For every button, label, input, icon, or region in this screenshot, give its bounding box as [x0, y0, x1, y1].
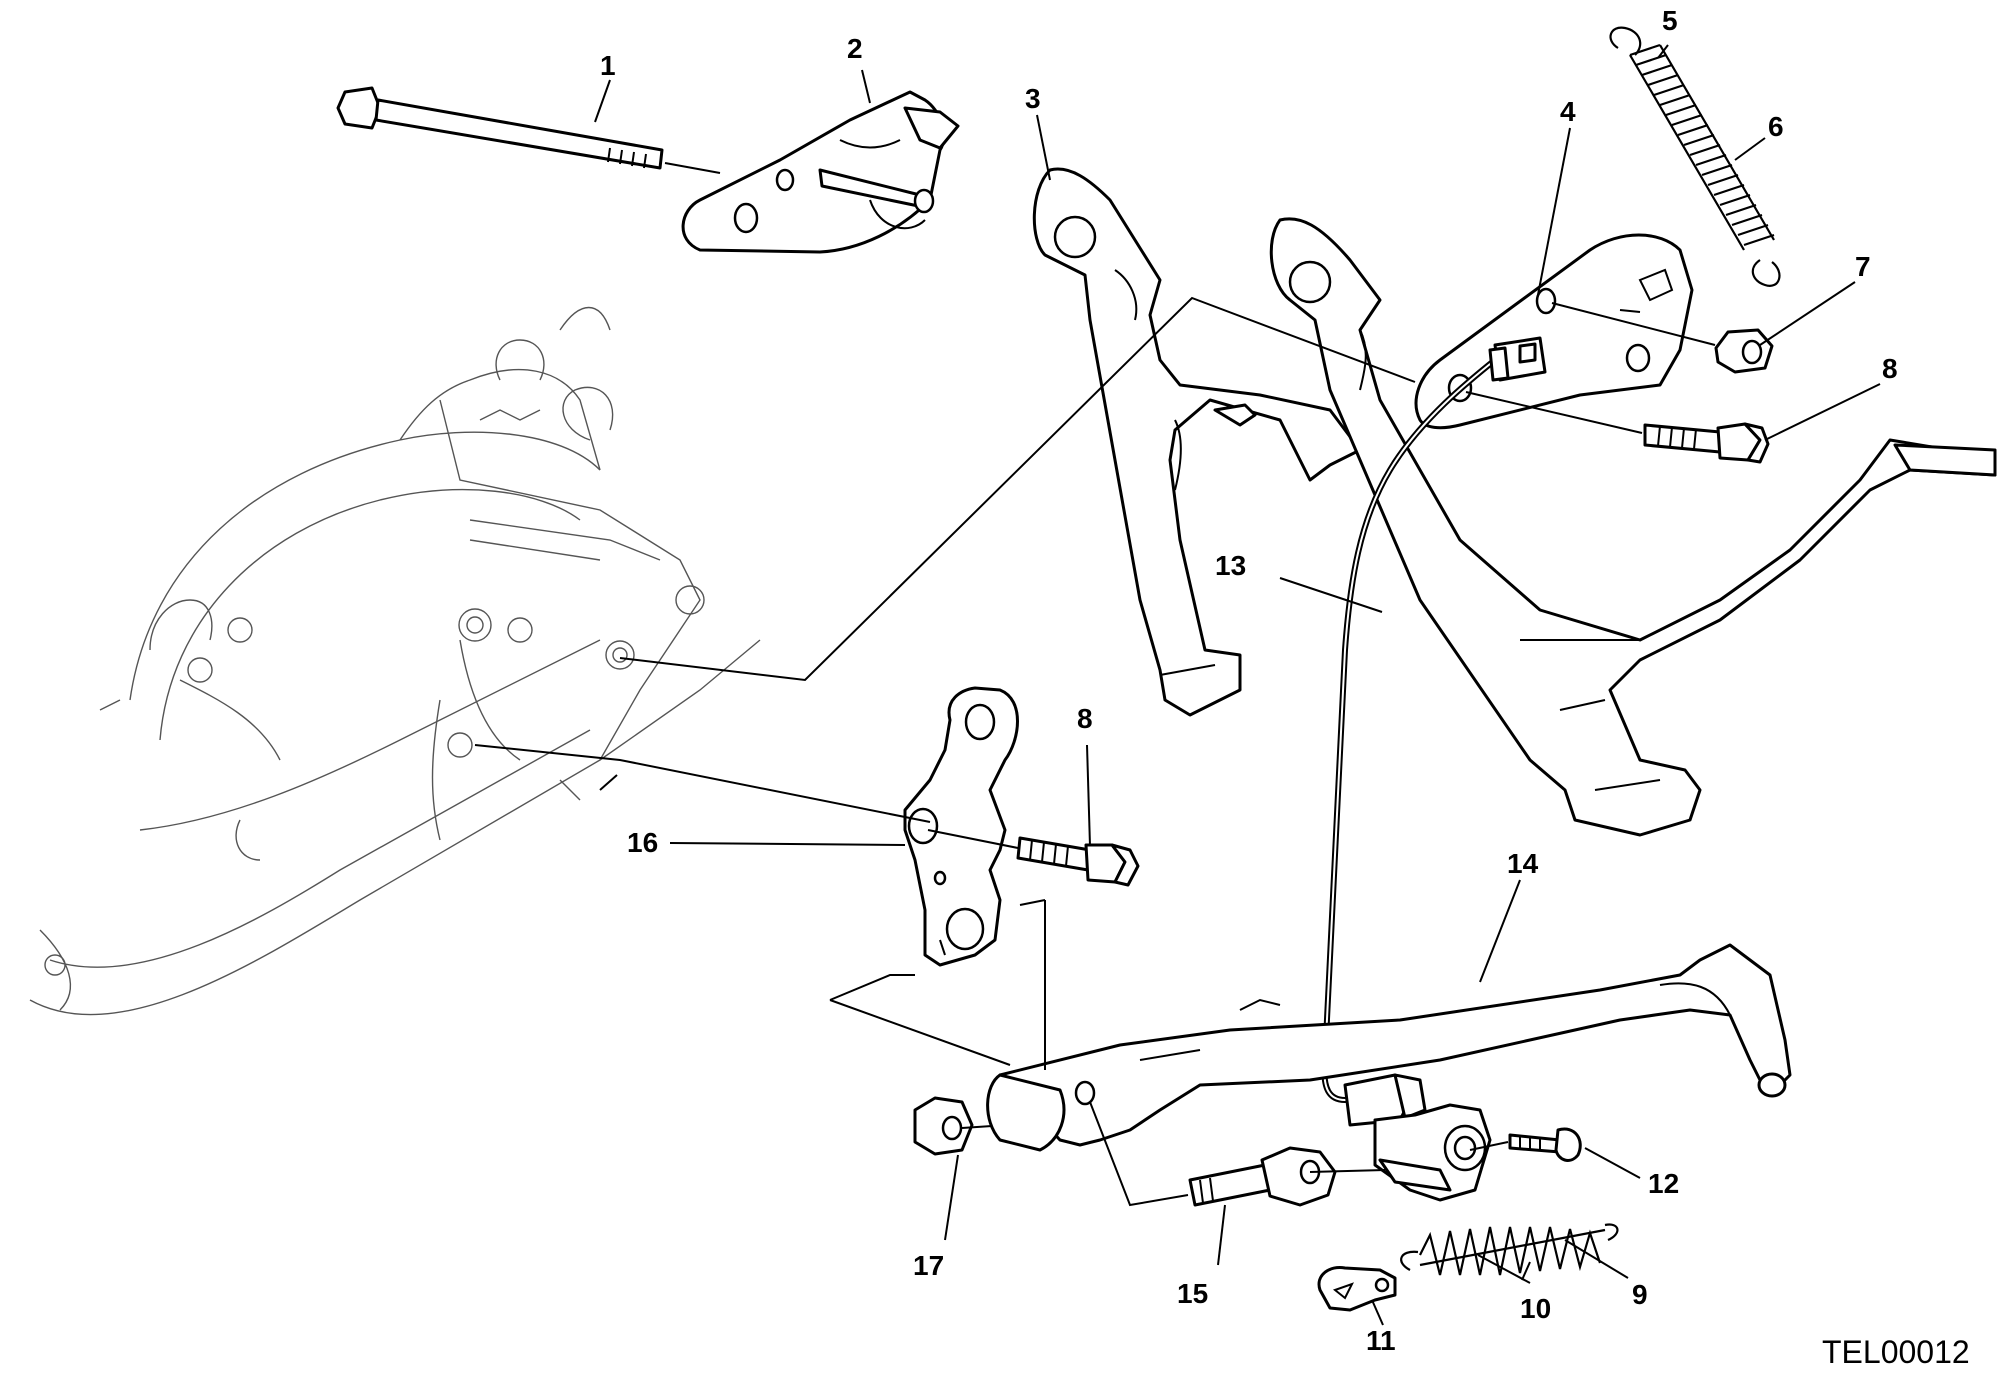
callout-8-upper: 8 — [1882, 353, 1898, 384]
callout-7: 7 — [1855, 251, 1871, 282]
callout-10: 10 — [1520, 1293, 1551, 1324]
callout-14: 14 — [1507, 848, 1539, 879]
drawing-code-label: TEL00012 — [1822, 1334, 1970, 1370]
part-1-long-bolt — [336, 86, 664, 170]
callout-8-middle: 8 — [1077, 703, 1093, 734]
part-11-clip — [1317, 1265, 1397, 1312]
callout-6: 6 — [1768, 111, 1784, 142]
callout-12: 12 — [1648, 1168, 1679, 1199]
callout-1: 1 — [600, 50, 616, 81]
part-17-nut — [913, 1096, 993, 1156]
callout-9: 9 — [1632, 1279, 1648, 1310]
part-14-side-stand — [986, 943, 1792, 1152]
callout-leader-lines — [594, 44, 1881, 1326]
part-16-stand-bracket — [903, 686, 1019, 967]
part-13-sensor-wire — [1321, 336, 1547, 1104]
callout-15: 15 — [1177, 1278, 1208, 1309]
part-12-screw — [1508, 1127, 1582, 1162]
callout-17: 17 — [913, 1250, 944, 1281]
part-7-nut — [1551, 302, 1774, 374]
part-2-bracket — [664, 90, 960, 254]
callout-2: 2 — [847, 33, 863, 64]
callout-11: 11 — [1366, 1325, 1396, 1356]
part-10-short-spring — [1400, 1223, 1619, 1276]
part-4-plate — [1414, 233, 1694, 430]
part-3-stand-leg — [1032, 167, 1362, 717]
callout-16: 16 — [627, 827, 658, 858]
callout-3: 3 — [1025, 83, 1041, 114]
engine-case-outline — [29, 306, 761, 1016]
callout-13: 13 — [1215, 550, 1246, 581]
part-6-long-spring — [1609, 26, 1781, 287]
stand-frame-second-leg — [1269, 217, 1997, 837]
spring-coils — [1629, 43, 1775, 251]
assembly-lines — [474, 296, 1509, 1207]
callout-4: 4 — [1560, 96, 1576, 127]
part-8-bolt-middle — [927, 829, 1140, 887]
callout-numbers: 1 2 3 4 5 6 7 8 8 9 10 11 12 13 14 15 16… — [600, 5, 1898, 1356]
part-15-shoulder-bolt — [1188, 1146, 1452, 1207]
part-8-bolt-upper — [1465, 391, 1770, 464]
callout-5: 5 — [1662, 5, 1678, 36]
